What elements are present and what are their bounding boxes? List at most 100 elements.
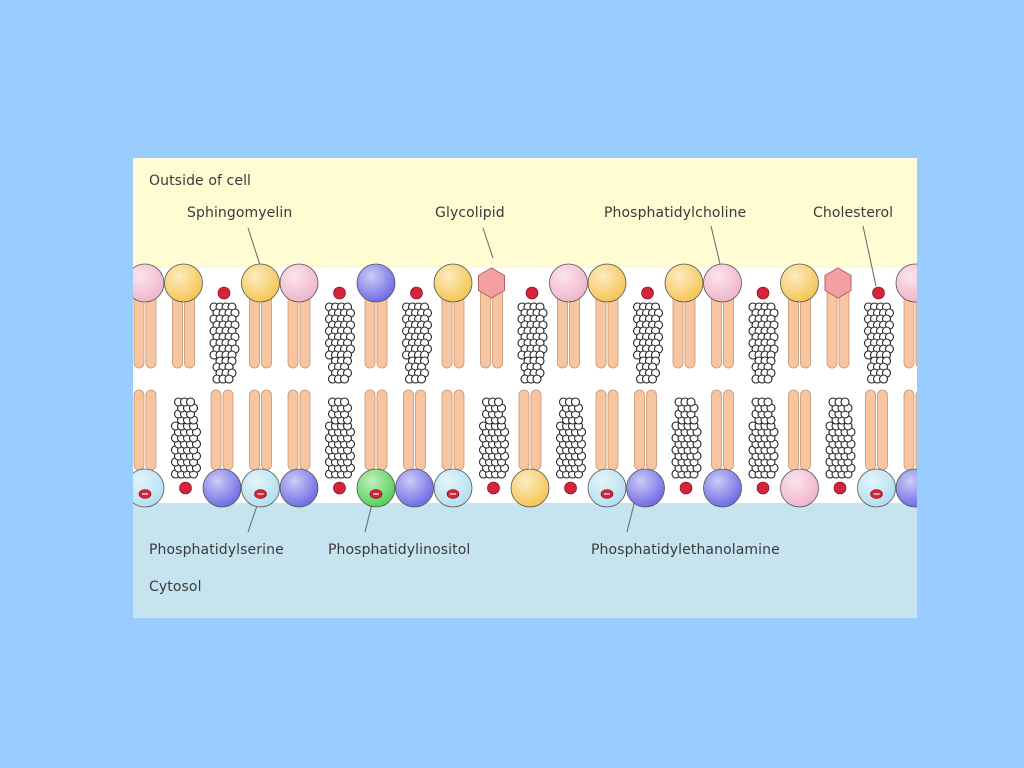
phosphatidylethanolamine-head [279,468,319,508]
cholesterol-atom [763,374,773,384]
outer-molecule-phosphatidylcholine [703,263,742,369]
lipid-tail [646,389,657,471]
label-glycolipid: Glycolipid [435,205,505,221]
inner-molecule-phosphatidylethanolamine [626,389,665,508]
cholesterol-hydroxyl [333,286,346,300]
lipid-tail [800,389,811,471]
sphingomyelin-head [664,263,704,303]
lipid-tail [877,389,888,471]
cholesterol-atom [763,397,773,407]
cholesterol-atom [878,374,889,384]
sphingomyelin-head [780,263,819,303]
cholesterol-atom [493,397,504,407]
leader-glycolipid [482,227,494,259]
lipid-tail [865,389,876,471]
leader-phosphatidylcholine [710,225,722,269]
cholesterol-hydroxyl [410,286,423,300]
outer-molecule-cholesterol [517,286,548,384]
lipid-tail [376,389,388,471]
outer-molecule-cholesterol [863,286,895,384]
outer-molecule-cholesterol [748,286,779,384]
lipid-tail [480,287,491,369]
inner-molecule-cholesterol [748,397,779,495]
lipid-tail [826,287,838,369]
lipid-tail [518,389,530,471]
cholesterol-atom [339,397,350,407]
lipid-tail [492,287,503,369]
phosphatidylethanolamine-head [202,468,242,508]
cholesterol-hydroxyl [564,481,577,495]
inner-molecule-phosphatidylinositol [356,389,396,508]
phosphatidylcholine-head [133,263,165,303]
inner-molecule-cholesterol [825,397,856,495]
inner-molecule-cholesterol [478,397,510,495]
lipid-tail [453,389,465,471]
inner-molecule-phosphatidylserine [587,389,627,508]
sphingomyelin-head [587,263,627,303]
cholesterol-hydroxyl [333,481,346,495]
outer-molecule-sphingomyelin [587,263,627,369]
lipid-tail [903,389,915,471]
outer-molecule-sphingomyelin [780,263,819,369]
cholesterol-atom [686,397,696,407]
cholesterol-atom [339,374,350,384]
inner-molecule-cholesterol [555,397,587,495]
inner-molecule-phosphatidylethanolamine [703,389,742,508]
inner-molecule-phosphatidylethanolamine [279,389,319,508]
lipid-tail [261,389,272,471]
inner-molecule-cholesterol [671,397,702,495]
inner-molecule-phosphatidylserine [241,389,280,508]
outer-molecule-cholesterol [324,286,356,384]
lipid-tail [915,391,917,469]
lipid-tail [634,389,645,471]
lipid-tail [607,389,619,471]
cholesterol-hydroxyl [179,481,192,495]
outer-molecule-sphingomyelin [164,263,203,369]
cholesterol-hydroxyl [641,286,654,300]
lipid-tail [133,389,145,471]
outer-molecule-cholesterol [209,286,240,384]
outside-region [133,158,917,268]
inner-molecule-phosphatidylethanolamine [395,389,434,508]
inner-molecule-sphingomyelin [510,389,550,508]
outer-molecule-phosphatidylcholine [549,263,588,369]
phosphatidylethanolamine-head [356,263,396,303]
cholesterol-hydroxyl [679,481,693,495]
label-outside-of-cell: Outside of cell [149,173,252,189]
lipid-tail [222,389,234,471]
label-phosphatidylserine: Phosphatidylserine [149,542,284,558]
cholesterol-atom [185,397,196,407]
lipid-tail [287,389,299,471]
lipid-tail [838,287,850,369]
cholesterol-hydroxyl [756,481,770,495]
lipid-tail [145,389,157,471]
outer-molecule-sphingomyelin [664,263,704,369]
lipid-bilayer-diagram [133,158,917,618]
cholesterol-hydroxyl [525,286,539,300]
phosphatidylcholine-head [549,263,588,303]
label-cholesterol: Cholesterol [813,205,894,221]
phosphatidylserine-head [433,468,473,508]
phosphatidylserine-head [857,468,896,508]
phosphatidylethanolamine-head [626,468,665,508]
cholesterol-hydroxyl [756,286,770,300]
outer-molecule-phosphatidylethanolamine [356,263,396,369]
cholesterol-atom [224,374,234,384]
inner-molecule-phosphatidylcholine [780,389,819,508]
leader-cholesterol [862,225,877,287]
cholesterol-atom [532,374,542,384]
glycolipid-sugar-head [478,267,505,299]
lipid-tail [530,389,542,471]
phosphatidylcholine-head [780,468,819,508]
cholesterol-hydroxyl [833,481,847,495]
lipid-tail [788,389,799,471]
phosphatidylinositol-head [356,468,396,508]
leader-phosphatidylethanolamine [626,499,636,533]
sphingomyelin-head [433,263,473,303]
cytosol-region [133,503,917,618]
lipid-tail [364,389,376,471]
inner-molecule-phosphatidylserine [857,389,896,508]
outer-molecule-glycolipid [478,267,505,369]
inner-molecule-phosphatidylserine [433,389,473,508]
lipid-tail [711,389,722,471]
